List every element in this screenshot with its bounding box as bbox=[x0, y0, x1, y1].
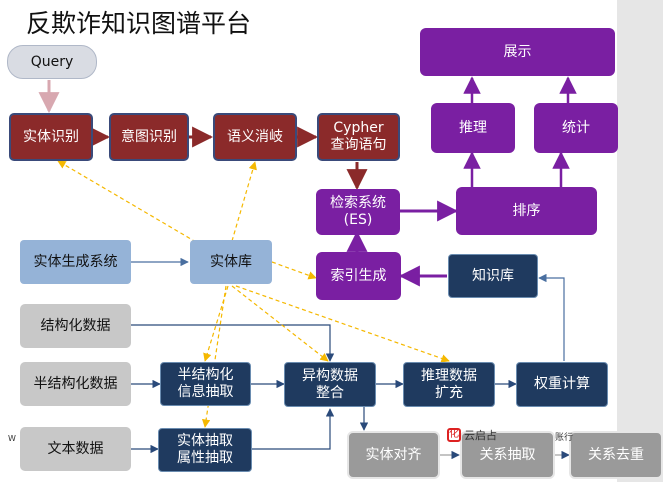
cypher-line-2: 查询语句 bbox=[330, 137, 387, 153]
search-system-node: 检索系统 (ES) bbox=[316, 189, 400, 235]
entity-alignment-node: 实体对齐 bbox=[347, 431, 440, 479]
logo-mark-icon: 化 bbox=[447, 428, 461, 442]
dashed-library-to-attribute-extraction bbox=[201, 285, 227, 428]
integration-line-1: 异构数据 bbox=[302, 367, 358, 384]
text-data-node: 文本数据 bbox=[20, 427, 131, 471]
semistructured-extraction-node: 半结构化 信息抽取 bbox=[160, 362, 251, 406]
cypher-line-1: Cypher bbox=[333, 120, 384, 137]
attr-extract-line-2: 属性抽取 bbox=[177, 450, 233, 466]
statistics-node: 统计 bbox=[534, 103, 618, 153]
reasoning-node: 推理 bbox=[431, 103, 515, 153]
edge-text-fragment: 账行 bbox=[555, 433, 574, 443]
display-node: 展示 bbox=[420, 28, 615, 76]
relation-dedup-node: 关系去重 bbox=[569, 431, 663, 479]
entity-recognition-node: 实体识别 bbox=[9, 113, 93, 161]
weight-calculation-node: 权重计算 bbox=[516, 362, 608, 407]
semi-extract-line-2: 信息抽取 bbox=[177, 384, 234, 400]
arrow-attribute-extraction-to-integration bbox=[252, 408, 335, 450]
dashed-library-to-semistructured-extraction bbox=[203, 285, 229, 362]
expansion-line-2: 扩充 bbox=[435, 384, 463, 401]
entity-generation-system-node: 实体生成系统 bbox=[20, 240, 131, 284]
dashed-library-to-integration bbox=[231, 285, 329, 362]
structured-data-node: 结构化数据 bbox=[20, 304, 131, 348]
watermark-logo: 化 云启占 bbox=[447, 427, 497, 443]
semistructured-data-node: 半结构化数据 bbox=[20, 362, 131, 406]
arrow-structured-to-integration bbox=[131, 324, 335, 362]
heterogeneous-integration-node: 异构数据 整合 bbox=[284, 362, 376, 407]
dashed-library-to-entity-recognition bbox=[57, 160, 197, 243]
query-node: Query bbox=[7, 45, 97, 79]
reasoning-expansion-node: 推理数据 扩充 bbox=[403, 362, 495, 407]
semantic-disambiguation-node: 语义消岐 bbox=[213, 113, 297, 161]
intent-recognition-node: 意图识别 bbox=[109, 113, 189, 161]
cypher-query-node: Cypher 查询语句 bbox=[317, 113, 400, 161]
page-title: 反欺诈知识图谱平台 bbox=[26, 9, 252, 38]
attr-extract-line-1: 实体抽取 bbox=[177, 433, 233, 450]
entity-library-node: 实体库 bbox=[190, 240, 272, 284]
entity-attribute-extraction-node: 实体抽取 属性抽取 bbox=[158, 428, 252, 472]
left-mark-fragment: W bbox=[8, 434, 16, 443]
dashed-library-to-expansion bbox=[235, 285, 450, 363]
dashed-library-to-disambiguation bbox=[231, 161, 257, 242]
search-line-2: (ES) bbox=[343, 212, 373, 228]
knowledge-base-node: 知识库 bbox=[448, 254, 538, 298]
right-edge-strip bbox=[617, 0, 663, 482]
integration-line-2: 整合 bbox=[316, 384, 344, 401]
expansion-line-1: 推理数据 bbox=[421, 367, 477, 384]
index-generation-node: 索引生成 bbox=[316, 252, 401, 300]
dashed-library-to-index bbox=[271, 261, 317, 280]
logo-text: 云启占 bbox=[464, 429, 497, 442]
search-line-1: 检索系统 bbox=[330, 195, 386, 212]
relation-extraction-node: 关系抽取 bbox=[460, 431, 555, 479]
ranking-node: 排序 bbox=[456, 187, 597, 235]
arrow-weight-to-knowledge-base bbox=[538, 273, 565, 361]
semi-extract-line-1: 半结构化 bbox=[177, 367, 234, 384]
